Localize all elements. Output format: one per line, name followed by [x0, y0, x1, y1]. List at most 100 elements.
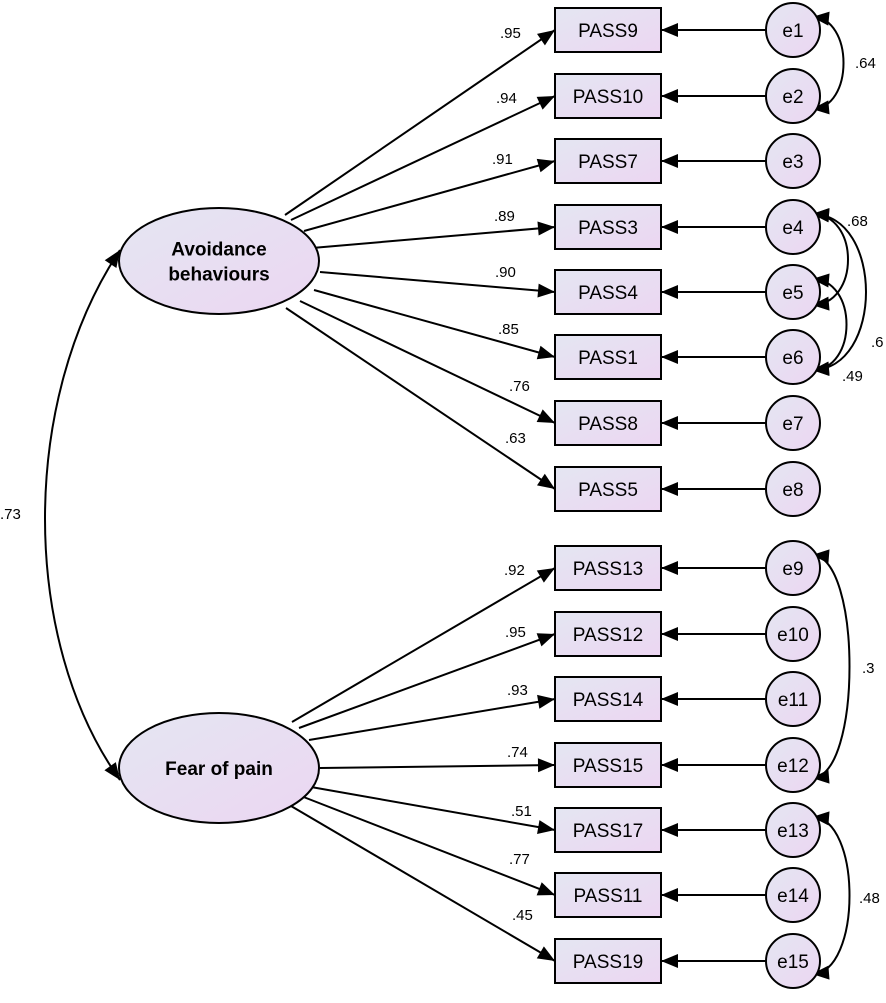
indicator-box-pass11 — [554, 872, 662, 918]
covariance-arrowhead-end-e9-e12 — [812, 769, 830, 784]
indicator-label-pass13: PASS13 — [573, 559, 643, 580]
indicator-label-pass4: PASS4 — [578, 283, 638, 304]
loading-value-pass9: .95 — [500, 25, 521, 42]
covariance-value-e4-e5: .68 — [847, 213, 868, 230]
loading-path-pass13 — [291, 567, 556, 723]
error-node-e4 — [765, 199, 821, 255]
loading-path-pass7 — [303, 160, 556, 232]
error-arrowhead-e2 — [661, 89, 678, 103]
loading-arrowhead-pass1 — [536, 345, 555, 360]
error-node-e11 — [765, 671, 821, 727]
error-arrowhead-e1 — [661, 23, 678, 37]
indicator-box-pass4 — [554, 269, 662, 315]
factor-correlation-arrowhead-bottom — [104, 762, 120, 780]
loading-value-pass1: .85 — [498, 321, 519, 338]
loading-path-pass15 — [319, 764, 556, 769]
error-arrowhead-e7 — [661, 416, 678, 430]
indicator-box-pass5 — [554, 466, 662, 512]
covariance-arrowhead-start-e1-e2 — [812, 11, 830, 26]
error-label-e10: e10 — [777, 625, 809, 646]
indicator-box-pass15 — [554, 742, 662, 788]
latent-factor-label-avoid-1: behaviours — [168, 265, 269, 286]
loading-path-pass19 — [290, 805, 556, 962]
loading-arrowhead-pass15 — [537, 758, 555, 773]
loading-value-pass5: .63 — [505, 430, 526, 447]
indicator-box-pass13 — [554, 545, 662, 591]
covariance-arrowhead-end-e5-e6 — [812, 361, 830, 376]
indicator-label-pass7: PASS7 — [578, 152, 638, 173]
covariance-arrowhead-start-e4-e6 — [812, 207, 830, 222]
loading-path-pass17 — [310, 786, 556, 831]
covariance-arrowhead-start-e5-e6 — [812, 273, 830, 288]
error-node-e14 — [765, 867, 821, 923]
error-node-e12 — [765, 737, 821, 793]
loading-value-pass3: .89 — [494, 208, 515, 225]
error-node-e8 — [765, 461, 821, 517]
error-arrowhead-e6 — [661, 350, 678, 364]
latent-factor-label-avoid-0: Avoidance — [171, 240, 266, 261]
covariance-path-e4-e6 — [811, 213, 867, 371]
error-node-e9 — [765, 540, 821, 596]
error-label-e7: e7 — [782, 414, 803, 435]
error-arrowhead-e4 — [661, 220, 678, 234]
loading-arrowhead-pass11 — [536, 882, 555, 896]
error-arrowhead-e8 — [661, 482, 678, 496]
error-label-e2: e2 — [782, 87, 803, 108]
indicator-box-pass9 — [554, 7, 662, 53]
loading-path-pass10 — [290, 95, 556, 221]
loading-path-pass14 — [308, 698, 556, 741]
error-arrowhead-e15 — [661, 954, 678, 968]
loading-path-pass8 — [299, 300, 556, 424]
covariance-value-e5-e6: .49 — [842, 368, 863, 385]
loading-arrowhead-pass14 — [537, 694, 555, 709]
indicator-label-pass3: PASS3 — [578, 218, 638, 239]
indicator-box-pass7 — [554, 138, 662, 184]
loading-value-pass7: .91 — [492, 151, 513, 168]
indicator-box-pass19 — [554, 938, 662, 984]
loading-arrowhead-pass8 — [536, 409, 555, 423]
indicator-box-pass12 — [554, 611, 662, 657]
latent-factor-label-fear-0: Fear of pain — [165, 759, 273, 780]
indicator-box-pass17 — [554, 807, 662, 853]
error-node-e7 — [765, 395, 821, 451]
indicator-box-pass8 — [554, 400, 662, 446]
error-arrowhead-e3 — [661, 154, 678, 168]
loading-value-pass14: .93 — [507, 682, 528, 699]
error-label-e11: e11 — [778, 690, 808, 711]
covariance-arrowhead-end-e13-e15 — [812, 965, 830, 980]
loading-path-pass11 — [300, 795, 556, 896]
loading-value-pass13: .92 — [504, 562, 525, 579]
covariance-value-e1-e2: .64 — [855, 55, 876, 72]
loading-value-pass15: .74 — [507, 744, 528, 761]
indicator-label-pass17: PASS17 — [573, 821, 643, 842]
latent-factor-avoid — [118, 207, 320, 315]
loading-path-pass12 — [298, 633, 556, 729]
error-arrowhead-e10 — [661, 627, 678, 641]
covariance-arrowhead-end-e1-e2 — [812, 100, 830, 115]
factor-correlation-path — [44, 249, 121, 781]
error-label-e5: e5 — [782, 283, 803, 304]
loading-value-pass11: .77 — [509, 851, 530, 868]
indicator-label-pass14: PASS14 — [573, 690, 644, 711]
loading-arrowhead-pass12 — [536, 633, 555, 647]
loading-arrowhead-pass5 — [536, 473, 555, 489]
loading-value-pass17: .51 — [511, 803, 532, 820]
factor-correlation-label: .73 — [0, 506, 21, 523]
indicator-box-pass1 — [554, 334, 662, 380]
error-label-e14: e14 — [777, 886, 809, 907]
error-node-e5 — [765, 264, 821, 320]
covariance-value-e9-e12: .3 — [862, 660, 875, 677]
loading-value-pass19: .45 — [512, 907, 533, 924]
error-label-e4: e4 — [782, 218, 804, 239]
indicator-label-pass9: PASS9 — [578, 21, 638, 42]
indicator-label-pass12: PASS12 — [573, 625, 643, 646]
error-label-e3: e3 — [782, 152, 803, 173]
error-node-e15 — [765, 933, 821, 989]
indicator-label-pass11: PASS11 — [573, 886, 642, 907]
indicator-label-pass10: PASS10 — [573, 87, 643, 108]
covariance-path-e13-e15 — [811, 816, 851, 975]
covariance-value-e13-e15: .48 — [859, 890, 880, 907]
error-label-e13: e13 — [777, 821, 809, 842]
error-label-e9: e9 — [782, 559, 803, 580]
indicator-label-pass8: PASS8 — [578, 414, 638, 435]
